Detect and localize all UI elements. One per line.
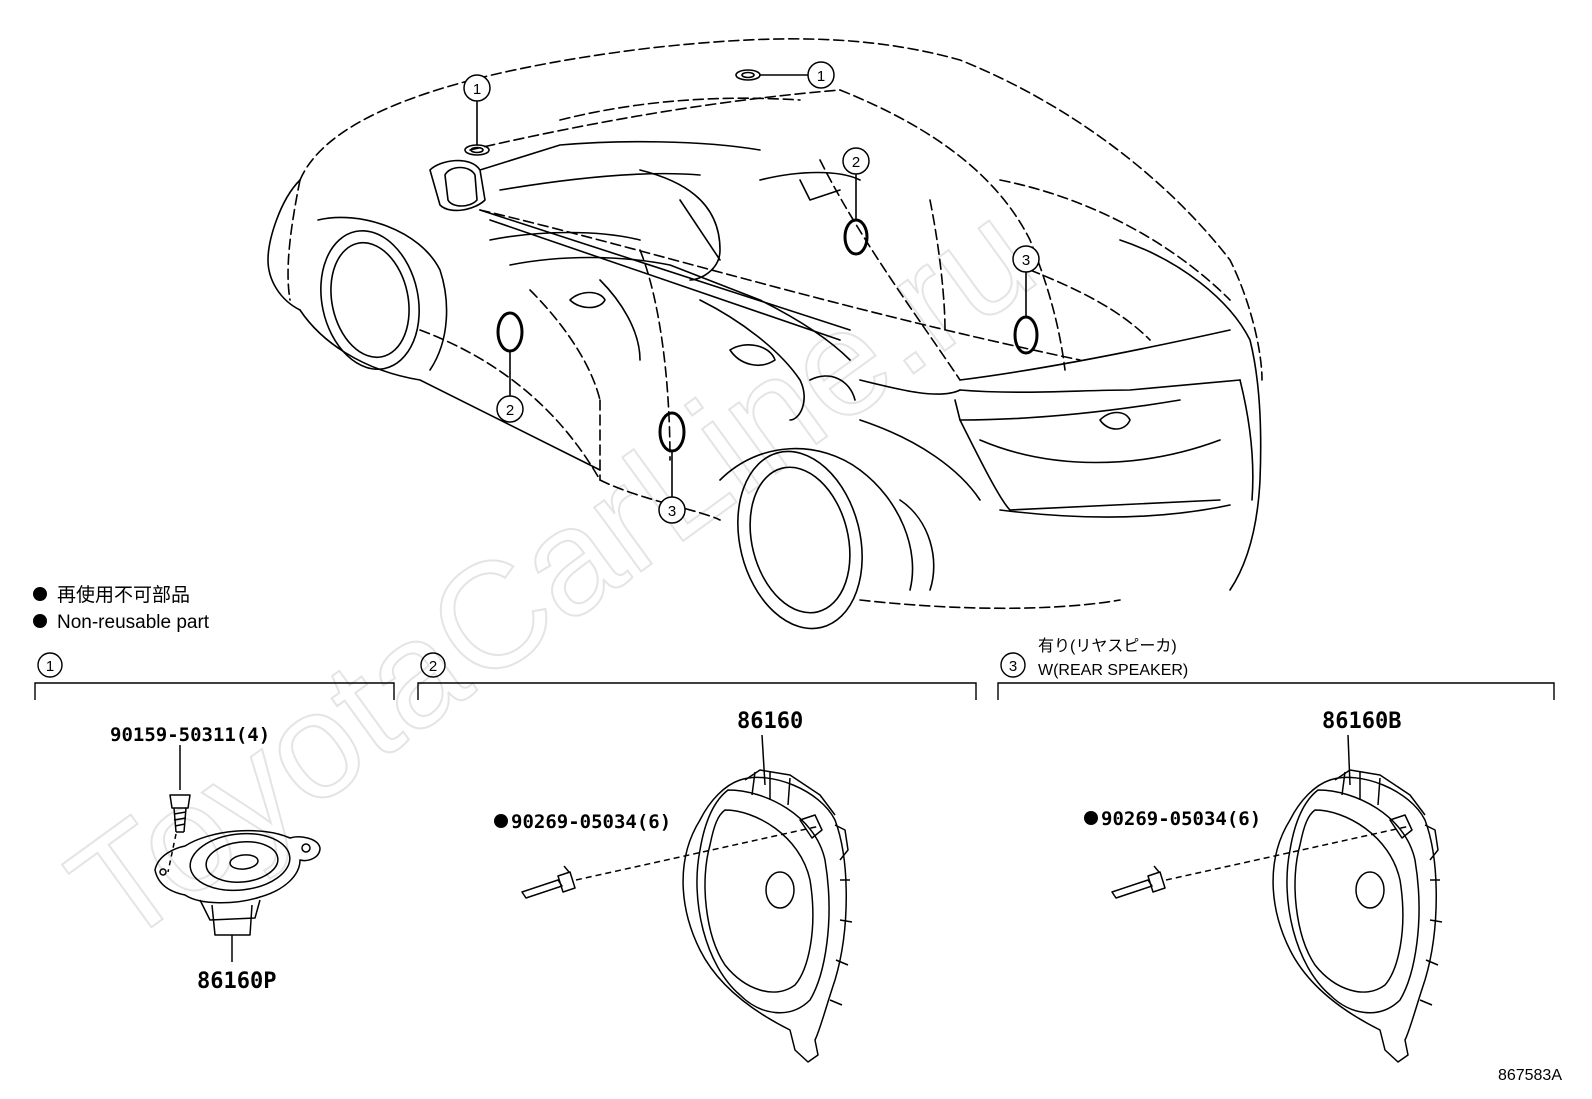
non-reusable-bullet-icon [494, 814, 508, 828]
non-reusable-bullet-icon [1084, 811, 1098, 825]
group-2-num: 2 [429, 658, 437, 675]
callout-1-b: 1 [817, 68, 825, 85]
legend-en: Non-reusable part [57, 612, 210, 633]
group-3-num: 3 [1009, 658, 1017, 675]
callout-3-b: 3 [668, 503, 676, 520]
group-1-bracket [34, 682, 395, 700]
callout-2-a: 2 [852, 154, 860, 171]
diagram-reference-code: 867583A [1498, 1067, 1562, 1084]
legend-jp: 再使用不可部品 [57, 584, 190, 606]
callout-3-a: 3 [1022, 252, 1030, 269]
tweeter-drawing [154, 745, 321, 962]
part-label-86160B: 86160B [1322, 709, 1401, 734]
part-label-86160P: 86160P [197, 969, 276, 994]
group-1-num: 1 [46, 658, 54, 675]
speaker-86160B-drawing [1111, 734, 1443, 1063]
group-2-bracket [417, 682, 977, 700]
car-illustration [267, 38, 1263, 630]
speaker-86160-drawing [521, 734, 853, 1063]
car-callouts [463, 61, 1040, 524]
part-label-90269-05034-g3: 90269-05034(6) [1101, 808, 1261, 830]
group-3-note-jp: 有り(リヤスピーカ) [1038, 637, 1177, 655]
group-3-bracket [997, 682, 1555, 700]
part-label-90269-05034-g2: 90269-05034(6) [511, 811, 671, 833]
part-label-86160: 86160 [737, 709, 803, 734]
rivet-group-3-label: 90269-05034(6) [1084, 808, 1261, 830]
legend: 再使用不可部品 Non-reusable part [33, 584, 210, 633]
bullet-icon [33, 587, 47, 601]
part-label-90159-50311: 90159-50311(4) [110, 724, 270, 746]
rivet-group-2-label: 90269-05034(6) [494, 811, 671, 833]
callout-1-a: 1 [473, 81, 481, 98]
group-3-note-en: W(REAR SPEAKER) [1038, 662, 1188, 679]
callout-2-b: 2 [506, 402, 514, 419]
bullet-icon [33, 614, 47, 628]
